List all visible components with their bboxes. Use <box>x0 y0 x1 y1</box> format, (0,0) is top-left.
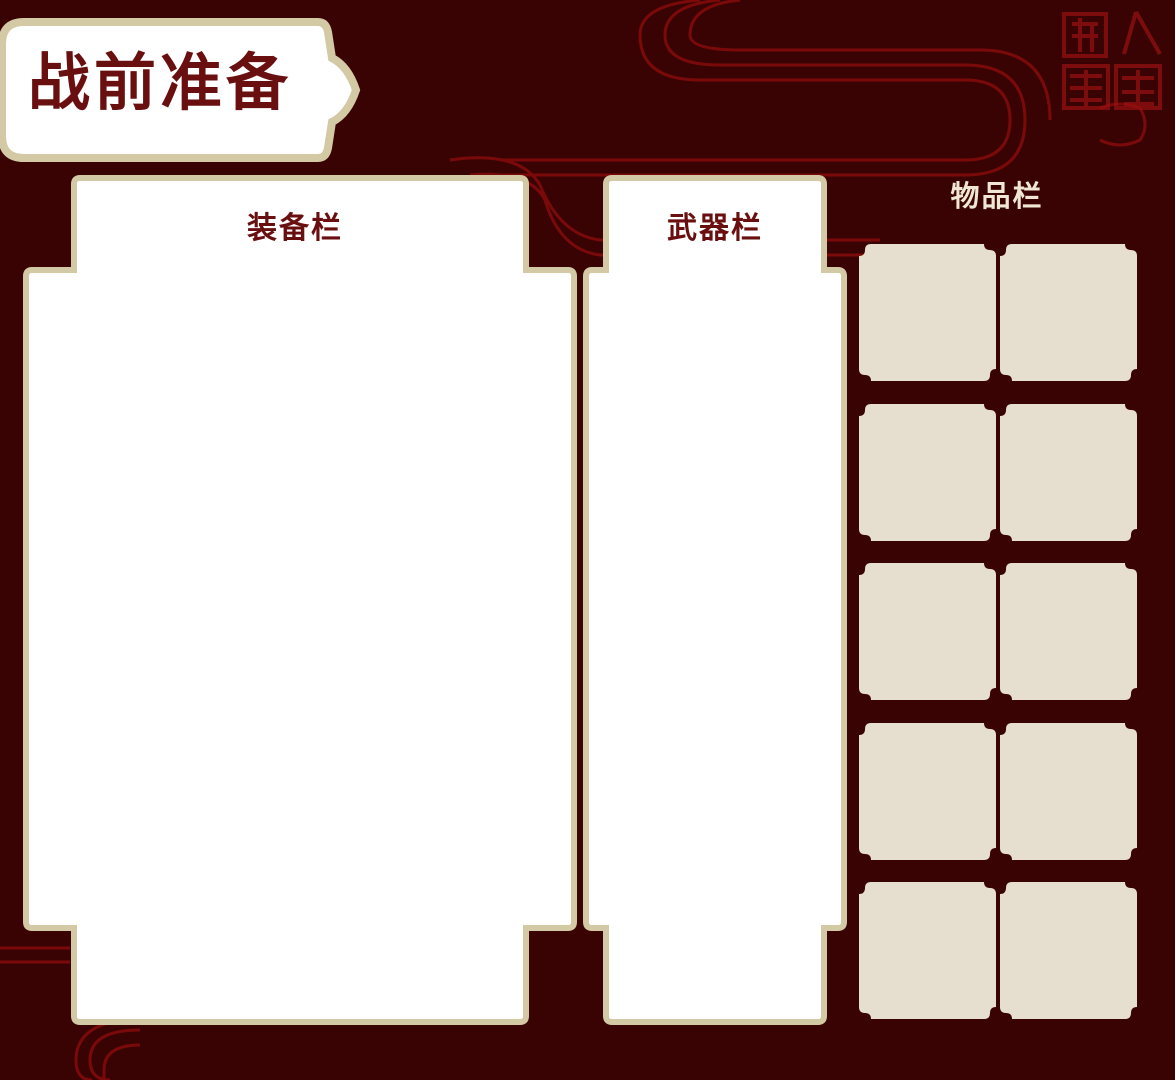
equipment-panel-label: 装备栏 <box>247 211 343 246</box>
seal-stamp-icon <box>1062 11 1162 110</box>
weapon-panel-label: 武器栏 <box>667 211 763 246</box>
inventory-slot-8[interactable] <box>1000 723 1137 860</box>
inventory-slot-9[interactable] <box>859 882 996 1019</box>
equipment-panel <box>23 175 577 1025</box>
inventory-slot-1[interactable] <box>859 244 996 381</box>
inventory-slot-10[interactable] <box>1000 882 1137 1019</box>
weapon-panel <box>583 175 847 1025</box>
inventory-label: 物品栏 <box>950 179 1044 213</box>
page-title: 战前准备 <box>28 46 293 119</box>
inventory-slot-7[interactable] <box>859 723 996 860</box>
title-banner <box>0 18 361 162</box>
inventory-slot-2[interactable] <box>1000 244 1137 381</box>
inventory-slot-6[interactable] <box>1000 563 1137 700</box>
inventory-slot-4[interactable] <box>1000 404 1137 541</box>
inventory-slot-5[interactable] <box>859 563 996 700</box>
inventory-slot-3[interactable] <box>859 404 996 541</box>
